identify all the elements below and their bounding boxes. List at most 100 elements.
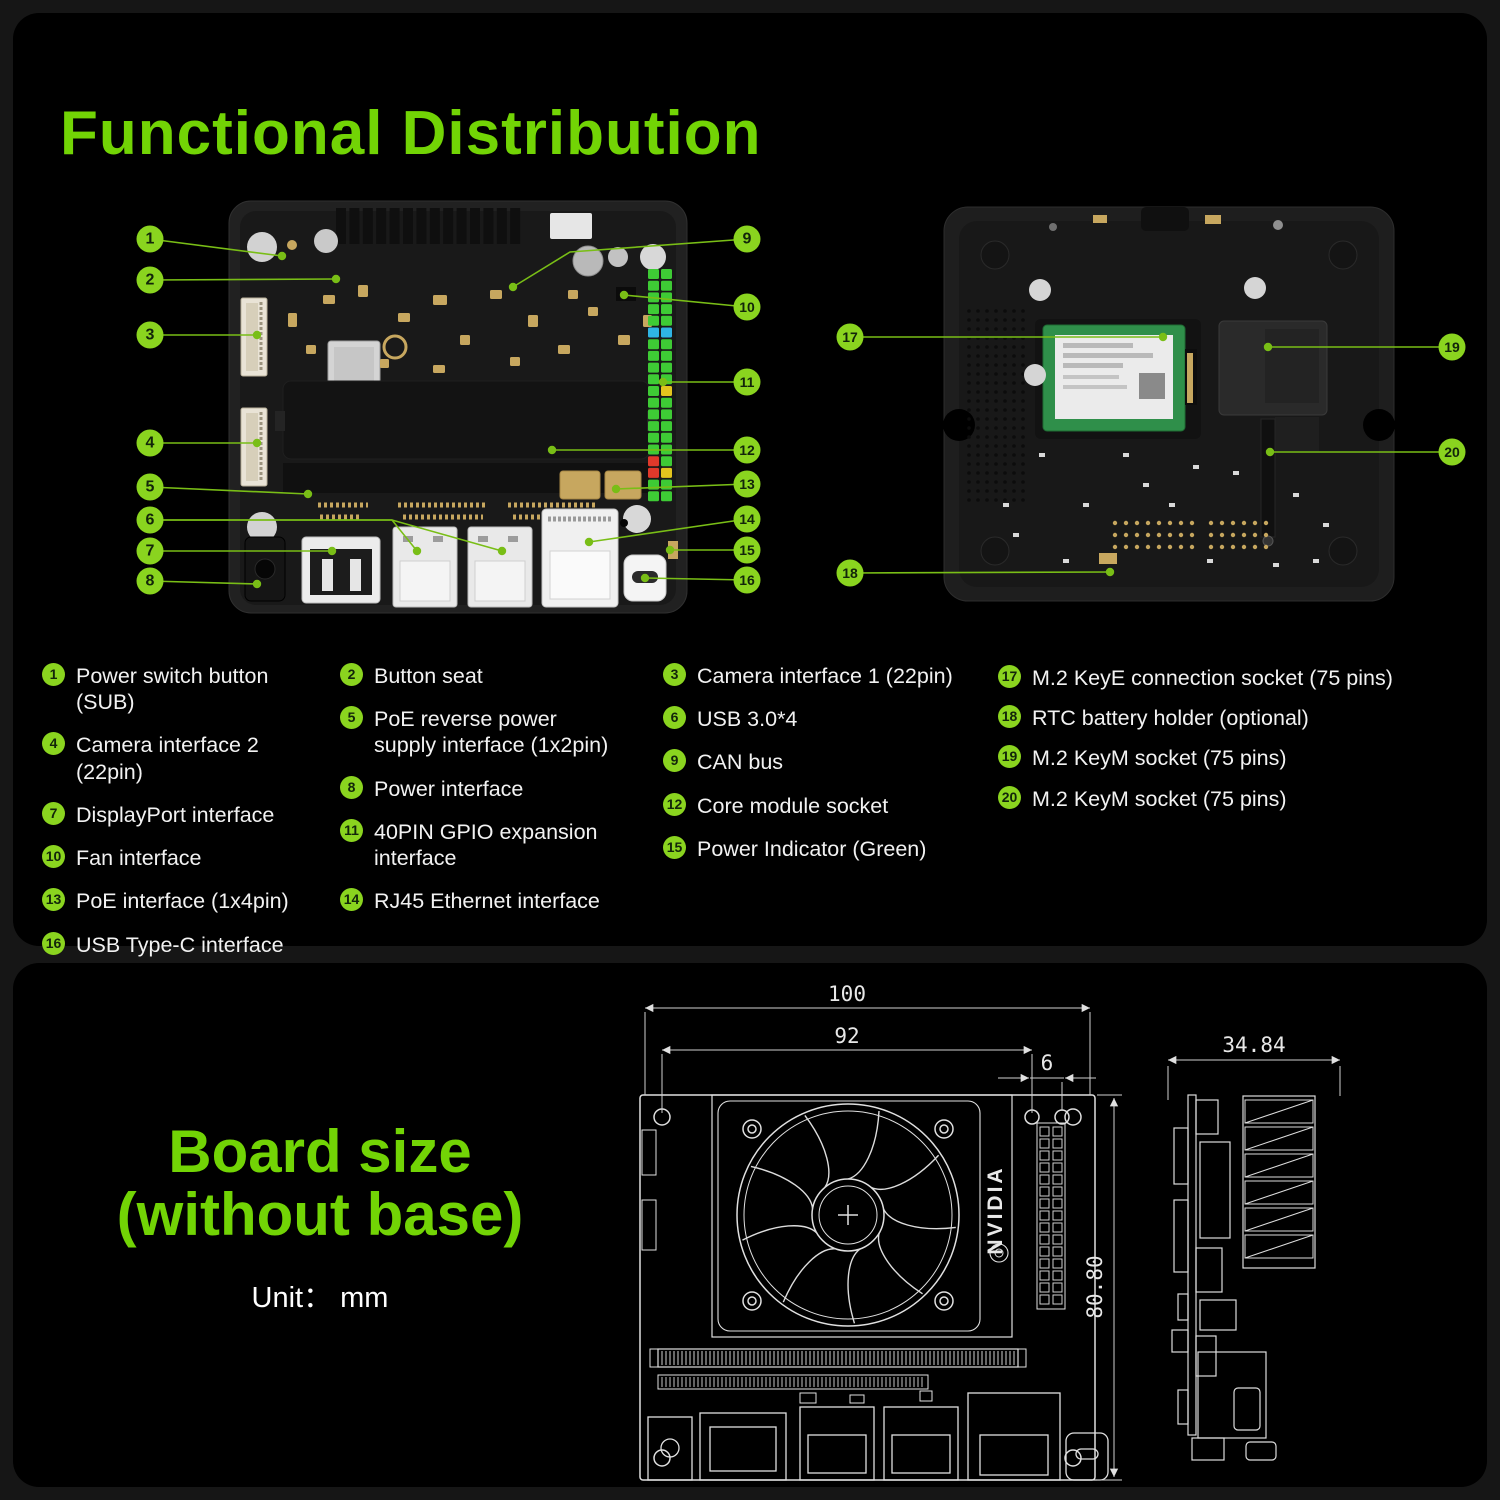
dim-height-label: 80.80 [1083,1255,1107,1318]
dimension-lines [644,1003,1122,1481]
m2-keym-slot [1260,418,1276,547]
legend-label-9: CAN bus [697,750,784,775]
camera-connector-2 [240,407,268,487]
usb-c-port [623,554,667,602]
power-jack-port [244,536,286,602]
dim-inner-width-label: 92 [834,1024,859,1048]
fan-connector [616,287,636,301]
fan-module-outline [711,1094,1013,1338]
legend-label-12: Core module socket [697,793,889,818]
legend-badge-15: 15 [663,835,686,859]
fan-blades [742,1110,956,1324]
page-title: Functional Distribution [60,98,762,168]
wifi-m2-keye-module [1024,319,1201,439]
legend-badge-16: 16 [42,931,65,955]
nvidia-logo-mark [989,1243,1009,1263]
dim-width-label: 100 [828,982,866,1006]
case-notch-right [1363,409,1395,441]
legend-item-12: 12 Core module socket [663,792,963,819]
legend-label-4: Camera interface 2 (22pin) [76,733,259,784]
nvidia-logo-text: NVIDIA [984,1165,1007,1254]
poe-gold-pad-1 [559,470,601,500]
board-size-text-block: Board size (without base) Unit： mm [78,1120,562,1316]
gpio-header-outline [1036,1122,1066,1310]
legend-item-13: 13 PoE interface (1x4pin) [42,888,317,914]
legend-item-2: 2 Button seat [340,663,655,689]
legend-badge-11: 11 [340,818,363,842]
legend-label-18: RTC battery holder (optional) [1032,706,1309,731]
board-size-heading-line1: Board size [168,1118,472,1185]
legend-badge-13: 13 [42,888,65,912]
displayport-port [301,536,381,604]
gold-pin-grids [1112,520,1269,550]
board-dimension-drawing-side: 34.84 [1167,1033,1341,1461]
legend-badge-7: 7 [42,801,65,825]
legend-item-9: 9 CAN bus [663,749,963,775]
legend-label-16: USB Type-C interface [76,932,284,957]
dim-offset-label: 6 [1041,1051,1054,1075]
legend-label-14: RJ45 Ethernet interface [374,889,600,914]
legend-item-11: 11 40PIN GPIO expansion interface [340,818,655,871]
legend-badge-2: 2 [340,663,363,686]
legend-badge-8: 8 [340,775,363,799]
legend-label-11: 40PIN GPIO expansion interface [374,819,598,871]
legend-label-3: Camera interface 1 (22pin) [697,664,953,688]
board-outline [639,1094,1096,1481]
legend-label-5: PoE reverse power supply interface (1x2p… [374,707,609,758]
camera-connector-1 [240,297,268,377]
legend-item-17: 17 M.2 KeyE connection socket (75 pins) [998,665,1478,691]
thermal-pad [550,213,592,239]
corner-screw-bosses [980,240,1358,566]
screw-post [1244,277,1266,299]
sodimm-hatch [661,1351,1015,1387]
legend-label-6: USB 3.0*4 [697,707,798,732]
legend-badge-20: 20 [998,785,1021,809]
legend-badge-14: 14 [340,888,363,912]
legend-badge-4: 4 [42,732,65,756]
carrier-board-bottom-view-figure [943,206,1395,602]
legend-item-16: 16 USB Type-C interface [42,931,317,958]
legend-item-4: 4 Camera interface 2 (22pin) [42,732,317,784]
legend-label-7: DisplayPort interface [76,802,275,827]
gold-ring-pad [382,334,408,360]
legend-label-17: M.2 KeyE connection socket (75 pins) [1032,666,1393,690]
case-clip [1141,207,1189,231]
side-profile-outline [1171,1094,1316,1461]
legend-label-13: PoE interface (1x4pin) [76,889,289,914]
legend-label-10: Fan interface [76,846,202,871]
screw-post [1029,279,1051,301]
legend-item-3: 3 Camera interface 1 (22pin) [663,663,963,689]
shield-module [1218,320,1328,451]
legend-badge-9: 9 [663,749,686,773]
legend-label-15: Power Indicator (Green) [697,836,927,861]
legend-badge-12: 12 [663,792,686,816]
legend-item-7: 7 DisplayPort interface [42,801,317,828]
legend-item-20: 20 M.2 KeyM socket (75 pins) [998,785,1478,812]
legend-item-14: 14 RJ45 Ethernet interface [340,888,655,914]
legend-badge-3: 3 [663,663,686,686]
board-size-heading-line2: (without base) [116,1181,524,1248]
case-notch-left [943,409,975,441]
legend-label-20: M.2 KeyM socket (75 pins) [1032,786,1287,811]
rj45-port [541,508,619,608]
carrier-board-top-view-figure [228,200,688,614]
rtc-battery-holder-pad [1099,553,1117,564]
dim-depth-label: 34.84 [1222,1033,1285,1057]
legend-badge-17: 17 [998,665,1021,688]
legend-badge-19: 19 [998,745,1021,769]
small-gold-parts-top [1049,215,1283,231]
solder-pads [1003,453,1329,567]
legend-label-2: Button seat [374,664,483,688]
legend-label-1: Power switch button (SUB) [76,664,269,715]
power-led [668,541,678,559]
unit-label: Unit： mm [251,1282,389,1314]
